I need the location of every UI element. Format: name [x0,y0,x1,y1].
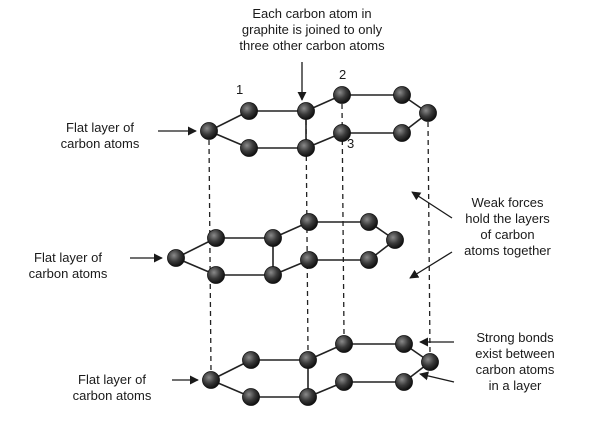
carbon-atoms [167,86,439,406]
top-layer-atom [240,102,258,120]
annotation-arrows [130,62,455,385]
top-layer-atom [393,86,411,104]
bottom-layer-atom [335,373,353,391]
strong-bonds-label: Strong bonds exist between carbon atoms … [475,330,555,393]
top-layer-atom [297,102,315,120]
middle-layer-atom [360,251,378,269]
middle-layer-atom [264,266,282,284]
top-layer-atom [393,124,411,142]
interlayer-dash [341,103,345,336]
atom-label-1: 1 [236,82,244,97]
bottom-layer-atom [421,353,439,371]
top-layer-atom [333,86,351,104]
layer-label-bottom: Flat layer of carbon atoms [72,372,152,403]
middle-layer-atom [207,266,225,284]
bottom-layer-atom [242,351,260,369]
middle-layer-atom [207,229,225,247]
top-layer-atom [200,122,218,140]
top-layer-atom [240,139,258,157]
middle-layer-atom [300,213,318,231]
bottom-layer-atom [335,335,353,353]
middle-layer-atom [300,251,318,269]
interlayer-dashed-lines [208,103,431,372]
weak-forces-arrow-lower [409,251,453,279]
interlayer-dash [427,121,431,354]
atom-label-3: 3 [347,136,355,151]
interlayer-dash [305,119,309,352]
layer-label-top: Flat layer of carbon atoms [60,120,140,151]
bottom-layer-atom [299,388,317,406]
bottom-layer-atom [242,388,260,406]
layer-label-middle: Flat layer of carbon atoms [28,250,108,281]
top-layer-atom [333,124,351,142]
atom-label-2: 2 [339,67,347,82]
weak-forces-label: Weak forces hold the layers of carbon at… [464,195,551,258]
bottom-layer-atom [299,351,317,369]
middle-layer-atom [360,213,378,231]
interlayer-dash [208,139,212,372]
middle-layer-atom [386,231,404,249]
bottom-layer-atom [202,371,220,389]
top-caption: Each carbon atom in graphite is joined t… [239,6,385,53]
middle-layer-atom [264,229,282,247]
top-layer-atom [297,139,315,157]
weak-forces-arrow-upper [411,191,453,219]
bottom-layer-atom [395,335,413,353]
strong-bonds-arrow-lower [419,371,455,383]
top-layer-atom [419,104,437,122]
bottom-layer-atom [395,373,413,391]
middle-layer-atom [167,249,185,267]
